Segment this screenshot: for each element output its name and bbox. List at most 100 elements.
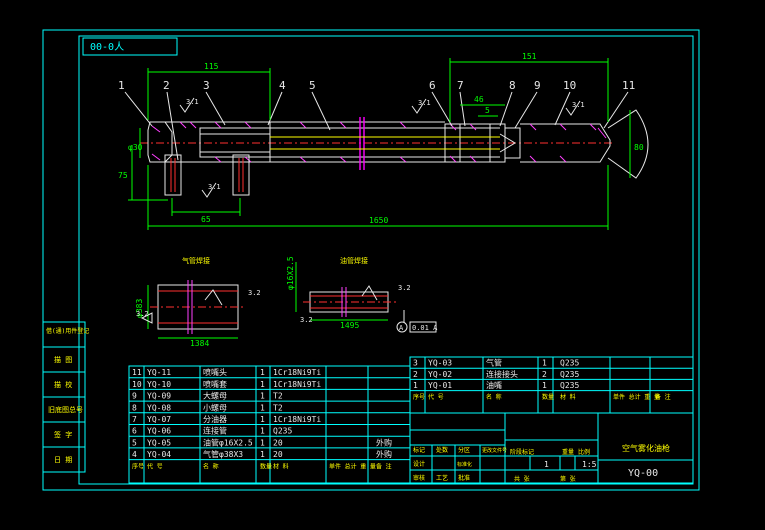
bom-left-header-1: 代 号 <box>147 462 163 470</box>
drawing-qty: 1 <box>544 460 549 469</box>
dim-1495: 1495 <box>340 321 359 330</box>
title-block: 空气雾化油枪 YQ-00 1:5 1 阶段标记 重量 比例 共 张 第 张 标记… <box>409 412 694 484</box>
callout-2: 2 <box>163 79 170 92</box>
side-label-1: 描 图 <box>54 355 72 364</box>
callout-8: 8 <box>509 79 516 92</box>
bom-left-row-5-col-2: 连接管 <box>203 426 227 436</box>
rough-2: 3.1 <box>208 183 221 191</box>
dim-80: 80 <box>634 143 644 152</box>
rough-1: 3.1 <box>186 98 199 106</box>
dim-75: 75 <box>118 171 128 180</box>
bom-left-row-7-col-0: 4 <box>132 450 137 459</box>
roughness-marks: 3.1 3.1 3.1 3.1 <box>179 97 585 198</box>
bom-left-row-4-col-4: 1Cr18Ni9Ti <box>273 415 321 424</box>
bom-left-row-4-col-3: 1 <box>260 415 265 424</box>
bom-left-row-0-col-2: 喷嘴头 <box>203 367 227 377</box>
bom-left-row-1-col-3: 1 <box>260 380 265 389</box>
bom-right-row-0-col-2: 气管 <box>486 358 502 368</box>
bom-right-row-1-col-2: 连接接头 <box>486 369 518 379</box>
bom-left-row-1-col-1: YQ-10 <box>147 380 171 389</box>
tb-mark: 标记 <box>413 446 425 454</box>
bom-left-row-3-col-4: T2 <box>273 403 283 412</box>
bom-left-row-0-col-3: 1 <box>260 368 265 377</box>
bom-left-row-2-col-1: YQ-09 <box>147 392 171 401</box>
bom-left-row-5-col-1: YQ-06 <box>147 427 171 436</box>
detail-title-oil: 油管焊接 <box>340 256 368 265</box>
main-dim-text: 115 151 46 5 75 65 1650 80 φ30 <box>118 52 644 225</box>
sheet-total: 共 张 <box>514 475 530 483</box>
dim-phi30: φ30 <box>128 143 143 152</box>
dim-5: 5 <box>485 106 490 115</box>
side-label-5: 日 期 <box>54 456 72 464</box>
bom-left-row-7-col-6: 外购 <box>376 449 392 459</box>
dim-1384: 1384 <box>190 339 209 348</box>
callout-leaders <box>124 91 629 161</box>
bom-left-row-4-col-1: YQ-07 <box>147 415 171 424</box>
bom-right-row-1-col-0: 2 <box>413 370 418 379</box>
datum-a: A <box>399 324 404 332</box>
callout-6: 6 <box>429 79 436 92</box>
bom-left-row-3-col-1: YQ-08 <box>147 403 171 412</box>
bom-left-row-2-col-0: 9 <box>132 392 137 401</box>
tb-design: 设计 <box>413 460 425 468</box>
dim-151: 151 <box>522 52 537 61</box>
sheet-no: 第 张 <box>560 475 576 483</box>
scale-label: 比例 <box>578 448 590 456</box>
main-dimensions <box>128 58 631 230</box>
rough-4: 3.1 <box>572 101 585 109</box>
bom-left-row-2-col-4: T2 <box>273 392 283 401</box>
bom-left-header-5: 单件 总计 重 量 <box>329 462 376 470</box>
bom-left-row-2-col-2: 大螺母 <box>203 391 227 401</box>
bom-right-header-6: 备 注 <box>655 393 671 401</box>
bom-left-row-4-col-0: 7 <box>132 415 137 424</box>
bom-left-row-0-col-4: 1Cr18Ni9Ti <box>273 368 321 377</box>
dim-46: 46 <box>474 95 484 104</box>
inner-frame <box>78 35 694 485</box>
tb-review: 审核 <box>413 474 425 482</box>
callout-numbers: 1 2 3 4 5 6 7 8 9 10 11 <box>118 79 635 92</box>
bom-right-header-0: 序号 <box>413 393 425 401</box>
bom-left-row-3-col-3: 1 <box>260 403 265 412</box>
callout-3: 3 <box>203 79 210 92</box>
bom-right-header-1: 代 号 <box>428 393 444 401</box>
detail-title-air: 气管焊接 <box>182 256 210 265</box>
side-label-0: 借(通)用件登记 <box>46 327 89 335</box>
bom-left-row-1-col-4: 1Cr18Ni9Ti <box>273 380 321 389</box>
tolerance-frame: 0.01 A <box>412 324 438 332</box>
bom-left-row-1-col-0: 10 <box>132 380 142 389</box>
bom-right-row-1-col-3: 2 <box>542 370 547 379</box>
callout-10: 10 <box>563 79 576 92</box>
tb-doc: 更改文件号 <box>482 447 507 454</box>
tb-approve: 批准 <box>458 474 470 482</box>
drawing-scale: 1:5 <box>582 460 597 469</box>
dim-65: 65 <box>201 215 211 224</box>
dim-phi383: φ383 <box>135 299 144 318</box>
bom-right-row-2-col-4: Q235 <box>560 381 579 390</box>
bom-right-row-0-col-3: 1 <box>542 359 547 368</box>
bom-left-row-2-col-3: 1 <box>260 392 265 401</box>
callout-4: 4 <box>279 79 286 92</box>
tb-standard: 标准化 <box>457 461 472 468</box>
bom-left-row-3-col-2: 小螺母 <box>203 402 227 412</box>
bom-left-row-4-col-2: 分油器 <box>203 414 227 424</box>
callout-11: 11 <box>622 79 635 92</box>
bom-left-row-5-col-4: Q235 <box>273 427 292 436</box>
bom-left-row-1-col-2: 喷嘴套 <box>203 379 227 389</box>
dim-32a: 3.2 <box>248 289 261 297</box>
bom-right-header-4: 材 料 <box>560 393 576 401</box>
callout-1: 1 <box>118 79 125 92</box>
bom-left-row-5-col-3: 1 <box>260 427 265 436</box>
bom-right-header-5: 单件 总计 重 量 <box>613 393 660 401</box>
bom-left-row-7-col-2: 气管φ38X3 <box>203 449 243 459</box>
detail-oil-pipe: 油管焊接 1495 φ16X2.5 3.2 3.2 0.01 A A <box>286 256 438 333</box>
bom-left-row-3-col-0: 8 <box>132 403 137 412</box>
dim-phi16x25: φ16X2.5 <box>286 256 295 290</box>
stage-label: 阶段标记 <box>510 448 534 456</box>
frame-tag: 00-0人 <box>90 41 124 53</box>
bom-left-row-6-col-3: 1 <box>260 438 265 447</box>
bom-left-header-3: 数量 <box>260 462 272 470</box>
tb-count: 处数 <box>436 446 448 454</box>
